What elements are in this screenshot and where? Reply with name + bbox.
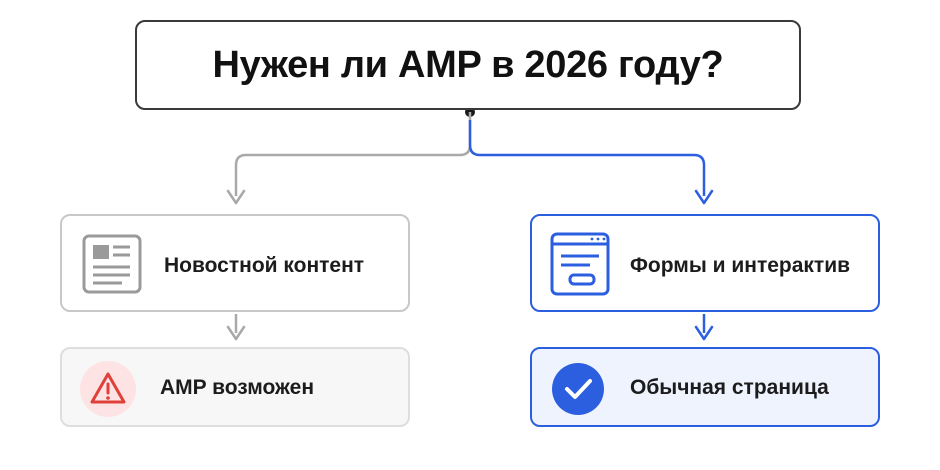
arrow-right-down bbox=[694, 325, 714, 341]
page-title: Нужен ли AMP в 2026 году? bbox=[212, 43, 724, 86]
node-page-label: Обычная страница bbox=[630, 376, 829, 399]
arrow-left bbox=[226, 189, 246, 205]
arrow-right bbox=[694, 189, 714, 205]
node-amp-label: AMP возможен bbox=[160, 376, 315, 399]
node-forms-label: Формы и интерактив bbox=[630, 254, 851, 277]
node-news-label: Новостной контент bbox=[164, 254, 365, 277]
node-amp-possible: AMP возможен bbox=[60, 347, 410, 427]
checkmark-circle-icon bbox=[550, 361, 606, 422]
news-article-icon bbox=[82, 234, 142, 299]
warning-triangle-icon bbox=[80, 361, 136, 422]
connector-left bbox=[234, 112, 472, 196]
connector-right bbox=[468, 120, 706, 196]
node-regular-page: Обычная страница bbox=[530, 347, 880, 427]
node-forms-interactive: Формы и интерактив bbox=[530, 214, 880, 312]
question-box: Нужен ли AMP в 2026 году? bbox=[135, 20, 801, 110]
node-news-content: Новостной контент bbox=[60, 214, 410, 312]
form-window-icon bbox=[550, 232, 610, 301]
arrow-left-down bbox=[226, 325, 246, 341]
